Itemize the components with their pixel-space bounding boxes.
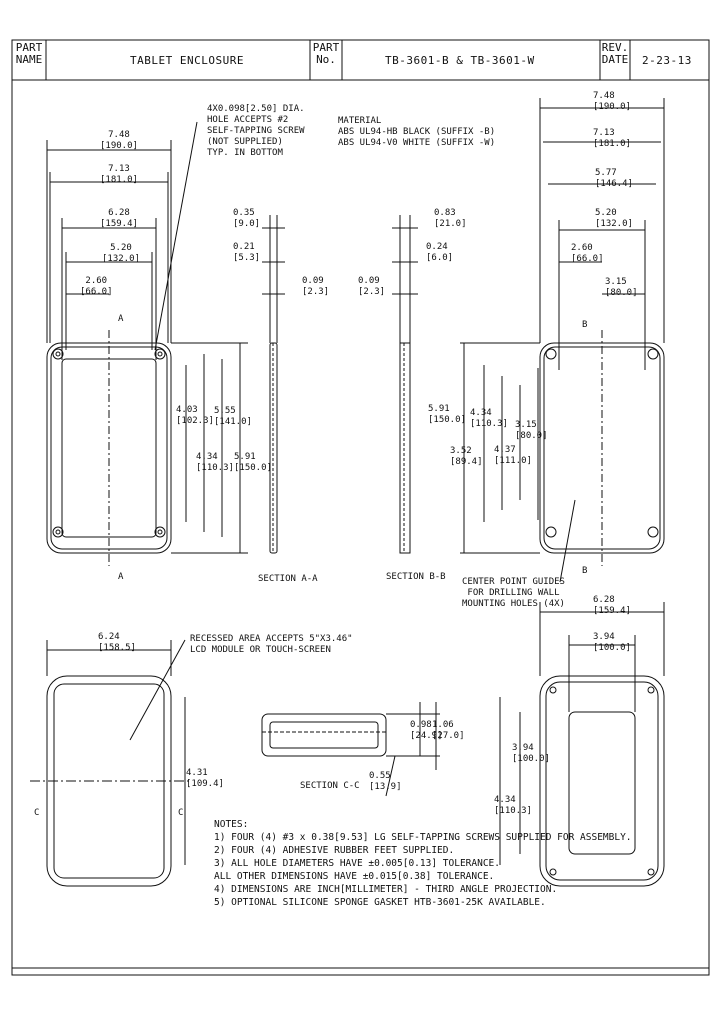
dim-right-3: 5.77[146.4] [595, 168, 633, 189]
recess-note: RECESSED AREA ACCEPTS 5"X3.46"LCD MODULE… [190, 634, 353, 655]
notes-block: NOTES: 1) FOUR (4) #3 x 0.38[9.53] LG SE… [214, 819, 632, 908]
dim-br-1: 6.28[159.4] [593, 595, 631, 616]
dim-bl-1: 6.24[158.5] [98, 632, 136, 653]
dim-rear-4: 3.15[80.0] [515, 420, 548, 441]
rev-label: REV.DATE [601, 41, 629, 66]
dim-front-3: 4.34[110.3] [196, 452, 234, 473]
marker-a-top: A [118, 314, 124, 324]
dim-rear-2: 4.34[110.3] [470, 408, 508, 429]
dim-top-left-2: 7.13[181.0] [100, 164, 138, 185]
dim-sec-c-2: 1.06[27.0] [432, 720, 465, 741]
dim-rear-3: 3.52[89.4] [450, 446, 483, 467]
dim-top-left-1: 7.48[190.0] [100, 130, 138, 151]
dim-sec-a-2: 0.21[5.3] [233, 242, 261, 263]
dim-sec-b-2: 0.83[21.0] [434, 208, 467, 229]
dim-sec-c-1: 0.98[24.9] [410, 720, 443, 741]
marker-a-bottom: A [118, 572, 124, 582]
bottom-view [499, 602, 665, 887]
dim-right-6: 3.15[80.0] [605, 277, 638, 298]
dim-sec-c-3: 0.55[13.9] [369, 771, 402, 792]
section-c-view [261, 702, 440, 797]
marker-c-left: C [34, 808, 40, 818]
part-name: TABLET ENCLOSURE [130, 54, 244, 67]
section-a-view [262, 215, 285, 554]
dim-right-1: 7.48[190.0] [593, 91, 631, 112]
section-c-label: SECTION C-C [300, 781, 360, 791]
dim-br-2: 3.94[100.0] [593, 632, 631, 653]
part-number: TB-3601-B & TB-3601-W [385, 54, 535, 67]
dim-right-2: 7.13[181.0] [593, 128, 631, 149]
top-view [30, 639, 190, 887]
dim-br-3: 3.94[100.0] [512, 743, 550, 764]
section-b-label: SECTION B-B [386, 572, 446, 582]
dim-rear-5: 4.37[111.0] [494, 445, 532, 466]
dim-top-left-4: 5.20[132.0] [102, 243, 140, 264]
dim-right-4: 5.20[132.0] [595, 208, 633, 229]
section-b-view [392, 215, 418, 554]
marker-b-bottom: B [582, 566, 588, 576]
dim-front-4: 5.91[150.0] [234, 452, 272, 473]
dim-sec-b-1: 0.09[2.3] [358, 276, 386, 297]
marker-c-right: C [178, 808, 184, 818]
dim-sec-a-1: 0.35[9.0] [233, 208, 261, 229]
dim-front-1: 4.03[102.3] [176, 405, 214, 426]
dim-sec-a-3: 0.09[2.3] [302, 276, 330, 297]
section-a-label: SECTION A-A [258, 574, 318, 584]
dim-top-left-5: 2.60[66.0] [80, 276, 113, 297]
front-view [46, 121, 248, 566]
dim-rear-1: 5.91[150.0] [428, 404, 466, 425]
marker-b-top: B [582, 320, 588, 330]
dim-right-5: 2.60[66.0] [571, 243, 604, 264]
dim-bl-2: 4.31[109.4] [186, 768, 224, 789]
rev-date: 2-23-13 [642, 54, 692, 67]
rear-view [460, 98, 665, 583]
dim-front-2: 5.55[141.0] [214, 406, 252, 427]
dim-sec-b-3: 0.24[6.0] [426, 242, 454, 263]
dim-br-4: 4.34[110.3] [494, 795, 532, 816]
dim-top-left-3: 6.28[159.4] [100, 208, 138, 229]
